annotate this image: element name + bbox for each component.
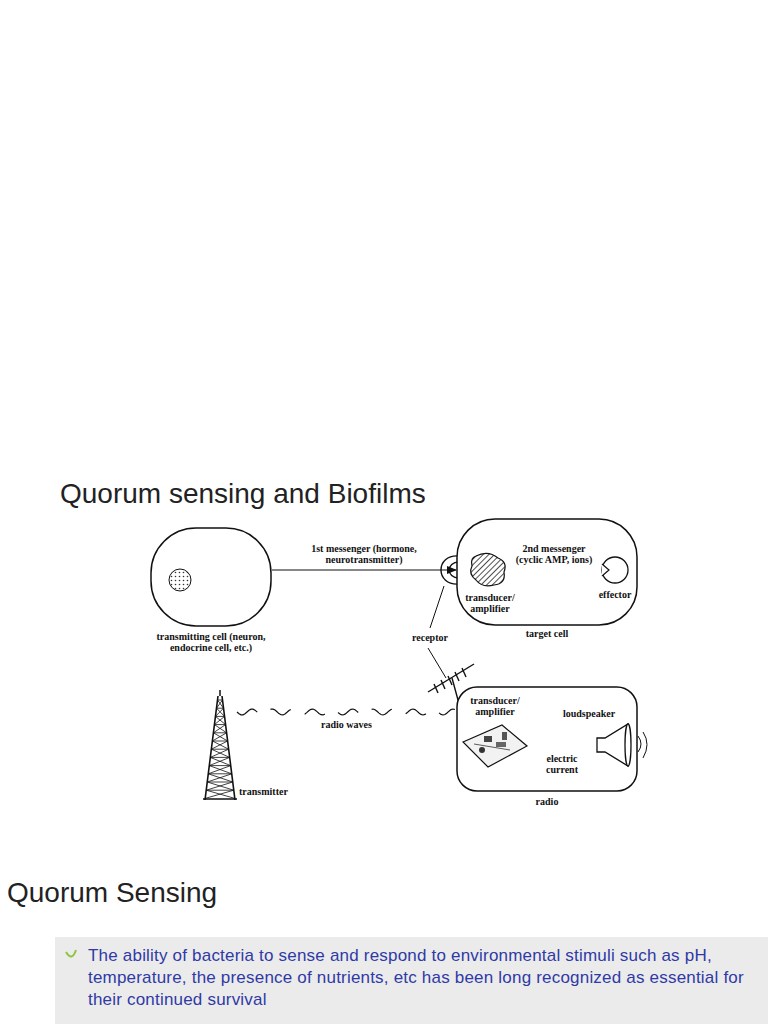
node-box: transmitting cell (neuron, endocrine cel… <box>150 527 272 627</box>
node-box: effector <box>600 555 630 585</box>
cell-shape <box>150 527 272 627</box>
effector-symbol <box>600 555 630 585</box>
node-caption: effector <box>588 589 642 600</box>
node-caption: transducer/ amplifier <box>464 695 526 717</box>
loudspeaker-symbol <box>596 722 632 768</box>
circuit-board <box>462 720 528 768</box>
node-caption: transmitter <box>239 786 299 797</box>
edge-label: radio waves <box>310 719 384 730</box>
node-box: transducer/ amplifier <box>462 720 528 768</box>
edge-label: 1st messenger (hormone, neurotransmitter… <box>295 543 433 565</box>
node-box: transmitter <box>203 690 237 800</box>
node-box: loudspeaker <box>596 722 632 768</box>
node-caption: transducer/ amplifier <box>458 592 522 614</box>
node-caption: radio <box>517 796 577 807</box>
node-box: radiotransducer/ amplifierloudspeaker <box>456 686 638 792</box>
connector <box>272 569 456 570</box>
node-caption: transmitting cell (neuron, endocrine cel… <box>144 631 278 653</box>
sound-lines <box>638 732 647 758</box>
transducer-blob <box>468 552 508 588</box>
bullet-mark <box>66 950 76 957</box>
part-label: receptor <box>404 632 456 643</box>
text-band <box>55 937 768 1024</box>
section-heading: Quorum Sensing <box>7 876 217 910</box>
page-title: Quorum sensing and Biofilms <box>60 477 426 511</box>
node-box: transducer/ amplifier <box>468 552 508 588</box>
node-caption: loudspeaker <box>554 708 624 719</box>
connector <box>237 709 455 715</box>
edge-label: 2nd messenger (cyclic AMP, ions) <box>512 543 596 565</box>
edge-label: electric current <box>534 753 590 775</box>
node-box: target celltransducer/ amplifiereffector <box>456 518 638 626</box>
node-caption: target cell <box>512 628 582 639</box>
leader-line <box>430 586 444 628</box>
bullet-text: The ability of bacteria to sense and res… <box>88 945 756 1011</box>
transmitter-tower <box>203 690 237 800</box>
leader-line <box>428 648 446 678</box>
